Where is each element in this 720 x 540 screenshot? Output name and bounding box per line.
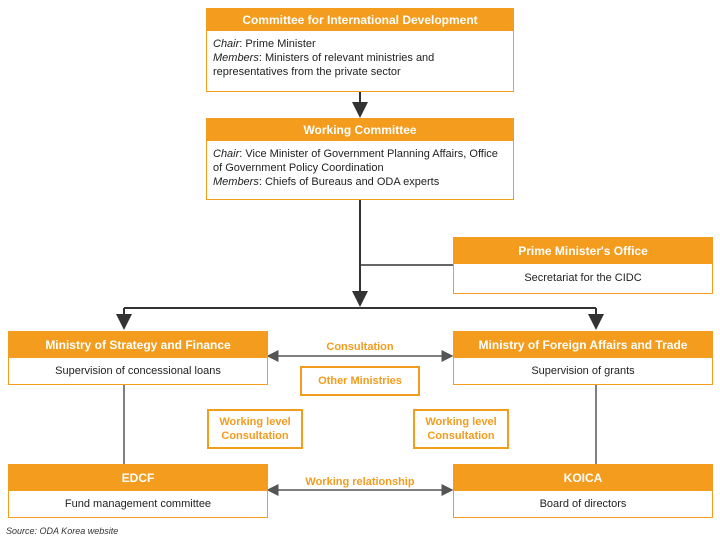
working-committee-body: Chair: Vice Minister of Government Plann… [207, 141, 513, 195]
pmo-box: Prime Minister's Office Secretariat for … [453, 237, 713, 294]
cidc-body: Chair: Prime Minister Members: Ministers… [207, 31, 513, 85]
edcf-body: Fund management committee [64, 498, 212, 510]
source-note: Source: ODA Korea website [6, 526, 119, 536]
koica-box: KOICA Board of directors [453, 464, 713, 518]
mosf-box: Ministry of Strategy and Finance Supervi… [8, 331, 268, 385]
working-committee-box: Working Committee Chair: Vice Minister o… [206, 118, 514, 200]
pmo-title: Prime Minister's Office [454, 238, 712, 264]
working-relationship-label: Working relationship [298, 476, 422, 488]
koica-body: Board of directors [539, 498, 627, 510]
mofat-box: Ministry of Foreign Affairs and Trade Su… [453, 331, 713, 385]
working-level-consultation-right: Working level Consultation [413, 409, 509, 449]
cidc-title: Committee for International Development … [207, 9, 513, 49]
mofat-body: Supervision of grants [531, 365, 635, 377]
working-committee-title: Working Committee [207, 119, 513, 141]
other-ministries-box: Other Ministries [300, 366, 420, 396]
consultation-label: Consultation [318, 341, 402, 353]
working-level-consultation-left: Working level Consultation [207, 409, 303, 449]
mosf-body: Supervision of concessional loans [55, 365, 221, 377]
pmo-body: Secretariat for the CIDC [524, 272, 642, 284]
edcf-title: EDCF [9, 465, 267, 491]
cidc-members: Members: Ministers of relevant ministrie… [213, 52, 435, 78]
koica-title: KOICA [454, 465, 712, 491]
cidc-box: Committee for International Development … [206, 8, 514, 92]
mosf-title: Ministry of Strategy and Finance [9, 332, 267, 358]
mofat-title: Ministry of Foreign Affairs and Trade [454, 332, 712, 358]
edcf-box: EDCF Fund management committee [8, 464, 268, 518]
working-committee-members: Members: Chiefs of Bureaus and ODA exper… [213, 176, 440, 188]
working-committee-chair: Chair: Vice Minister of Government Plann… [213, 148, 498, 174]
cidc-chair: Chair: Prime Minister [213, 38, 316, 50]
